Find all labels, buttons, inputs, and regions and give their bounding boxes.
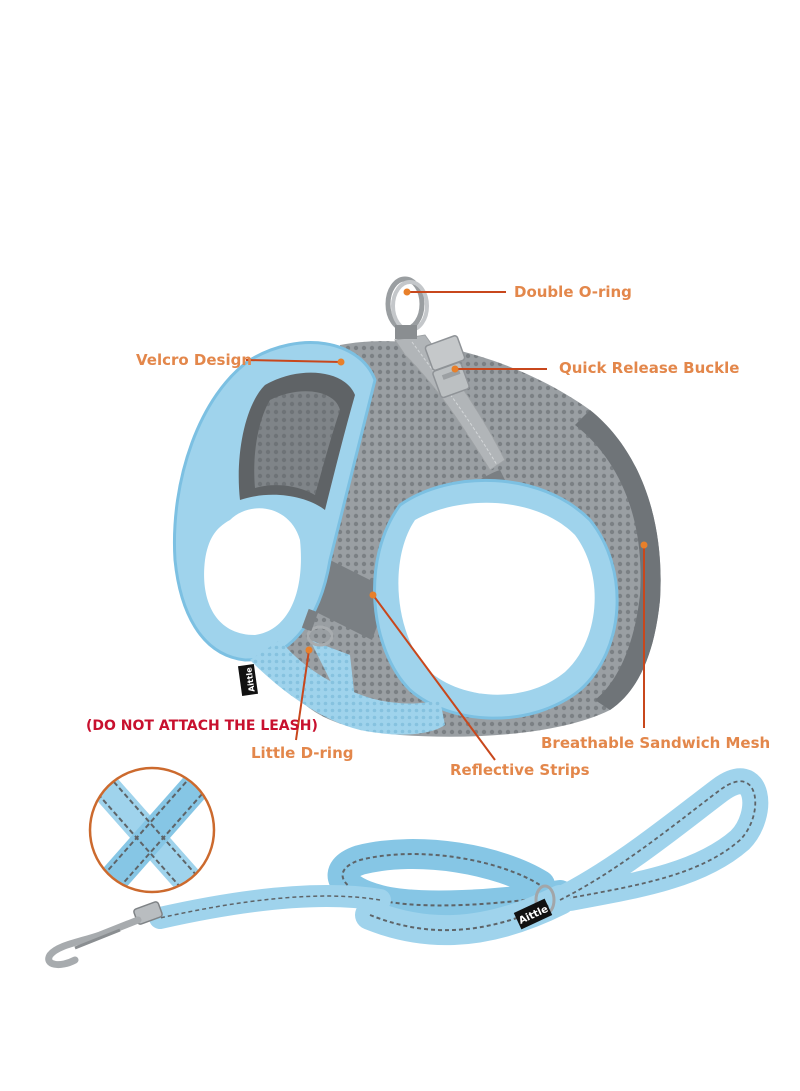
snap-hook-icon — [45, 901, 163, 969]
leash: Aittle — [45, 768, 769, 969]
label-quick-release-buckle: Quick Release Buckle — [559, 359, 740, 377]
leader-reflective-strips — [372, 594, 496, 761]
zoom-circle-icon — [88, 766, 216, 894]
label-velcro-design: Velcro Design — [136, 351, 253, 369]
leader-lines — [245, 291, 645, 761]
label-double-o-ring: Double O-ring — [514, 283, 632, 301]
buckle-icon — [424, 335, 470, 399]
leader-velcro-design — [245, 359, 342, 363]
label-reflective-strips: Reflective Strips — [450, 761, 590, 779]
harness: Aittle — [172, 276, 661, 737]
label-breathable-sandwich-mesh: Breathable Sandwich Mesh — [541, 734, 771, 752]
leader-little-d-ring — [295, 649, 310, 741]
label-little-d-ring: Little D-ring — [251, 744, 354, 762]
leader-dots — [305, 288, 648, 654]
little-d-ring — [301, 608, 334, 647]
warning-text: (DO NOT ATTACH THE LEASH) — [86, 718, 318, 734]
d-ring-icon — [385, 276, 429, 339]
harness-brand-tag: Aittle — [244, 666, 256, 692]
